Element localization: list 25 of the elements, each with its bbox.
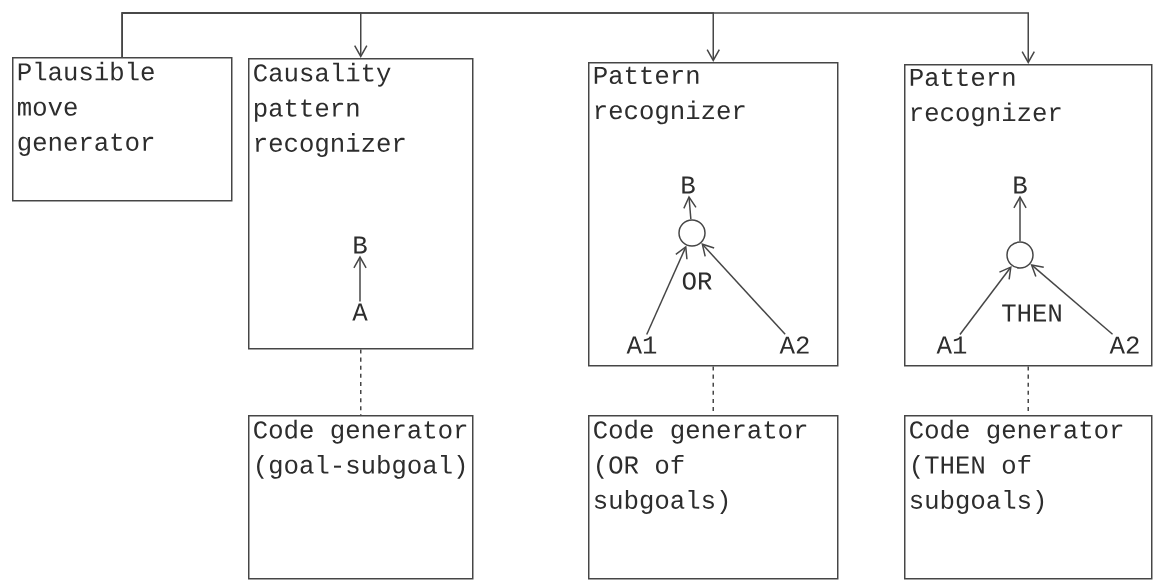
operator-label: OR	[682, 272, 712, 290]
junction-circle	[678, 219, 706, 247]
process-box: Code generator (goal-subgoal)	[248, 415, 474, 580]
process-box: Code generator (OR of subgoals)	[588, 415, 839, 580]
symbol-label: A1	[626, 336, 657, 354]
symbol-label: A	[352, 303, 368, 321]
junction-circle	[1006, 241, 1034, 269]
operator-label: THEN	[1002, 304, 1061, 322]
arrow	[701, 243, 786, 336]
arrow	[353, 255, 367, 303]
arrow	[1013, 195, 1027, 242]
process-box: Plausible move generator	[12, 57, 233, 202]
symbol-label: B	[682, 176, 695, 194]
symbol-label: A2	[1109, 336, 1139, 354]
arrow	[645, 245, 688, 336]
symbol-label: A2	[779, 336, 809, 354]
arrow	[959, 265, 1012, 336]
arrow	[121, 12, 1036, 64]
arrow	[1030, 263, 1114, 336]
symbol-label: B	[354, 236, 367, 254]
process-box: Code generator (THEN of subgoals)	[904, 415, 1153, 580]
symbol-label: A1	[936, 336, 967, 354]
arrow	[683, 195, 697, 221]
symbol-label: B	[1014, 176, 1027, 194]
connector-line	[360, 348, 362, 416]
